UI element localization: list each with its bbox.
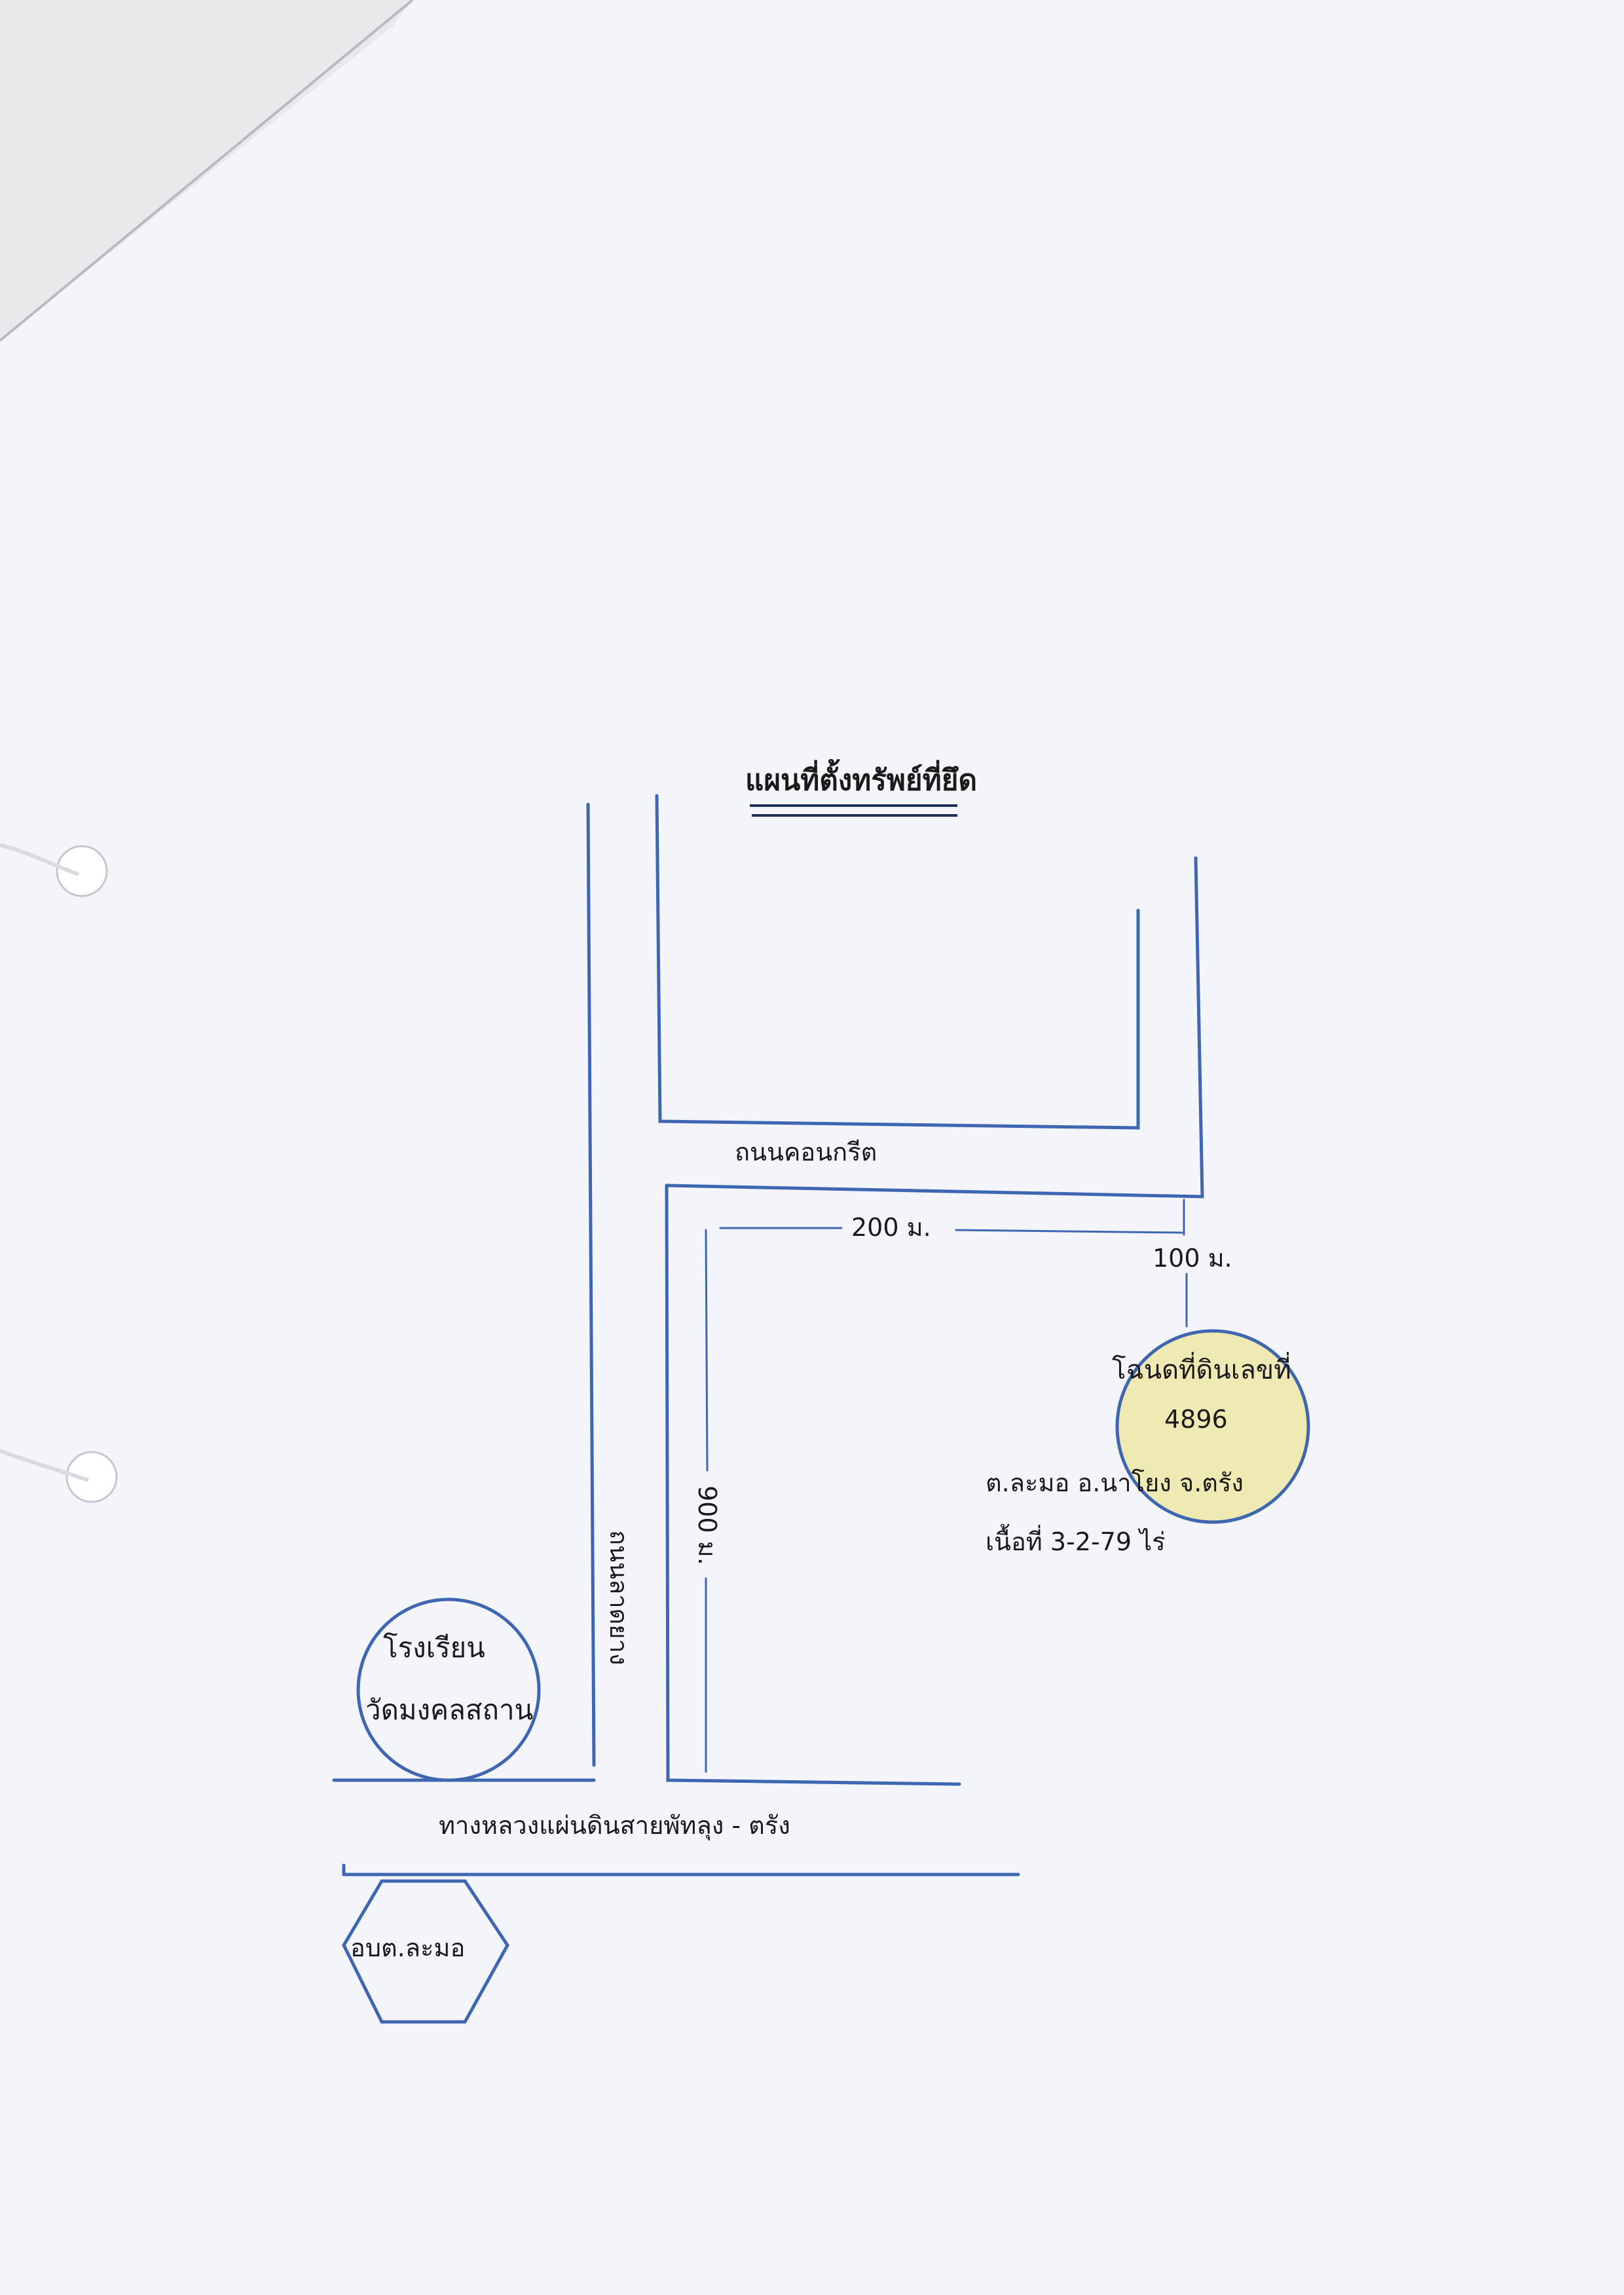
parcel-title: โฉนดที่ดินเลขที่ <box>1112 1355 1291 1385</box>
school-label-line2: วัดมงคลสถาน <box>365 1694 534 1726</box>
dist-200-right <box>955 1229 1183 1234</box>
dist-900-top <box>705 1229 709 1472</box>
distance-200-label: 200 ม. <box>851 1213 931 1242</box>
highway-label: ทางหลวงแผ่นดินสายพัทลุง - ตรัง <box>439 1811 790 1840</box>
distance-900-label: 900 ม. <box>693 1485 722 1565</box>
school-label-line1: โรงเรียน <box>383 1632 485 1664</box>
concrete-road-label: ถนนคอนกรีต <box>735 1138 877 1166</box>
asphalt-road-label: ถนนลาดยาง <box>604 1530 633 1666</box>
concrete-road-lower-edge <box>665 856 1204 1199</box>
upper-block-outline <box>655 794 1140 1130</box>
office-label: อบต.ละมอ <box>350 1933 466 1962</box>
asphalt-road-right-edge <box>665 1184 961 1786</box>
parcel-number: 4896 <box>1164 1405 1228 1434</box>
school-circle <box>356 1597 541 1782</box>
parcel-location: ต.ละมอ อ.นาโยง จ.ตรัง <box>986 1468 1244 1497</box>
parcel-circle <box>1115 1329 1310 1524</box>
parcel-area: เนื้อที่ 3-2-79 ไร่ <box>986 1527 1166 1556</box>
punch-hole-bottom <box>65 1451 118 1503</box>
distance-100-label: 100 ม. <box>1153 1244 1232 1273</box>
map-title: แผนที่ตั้งทรัพย์ที่ยึด <box>745 764 978 797</box>
asphalt-road-left-edge <box>586 802 596 1767</box>
punch-hole-top <box>56 845 108 897</box>
office-hexagon <box>342 1879 509 2024</box>
